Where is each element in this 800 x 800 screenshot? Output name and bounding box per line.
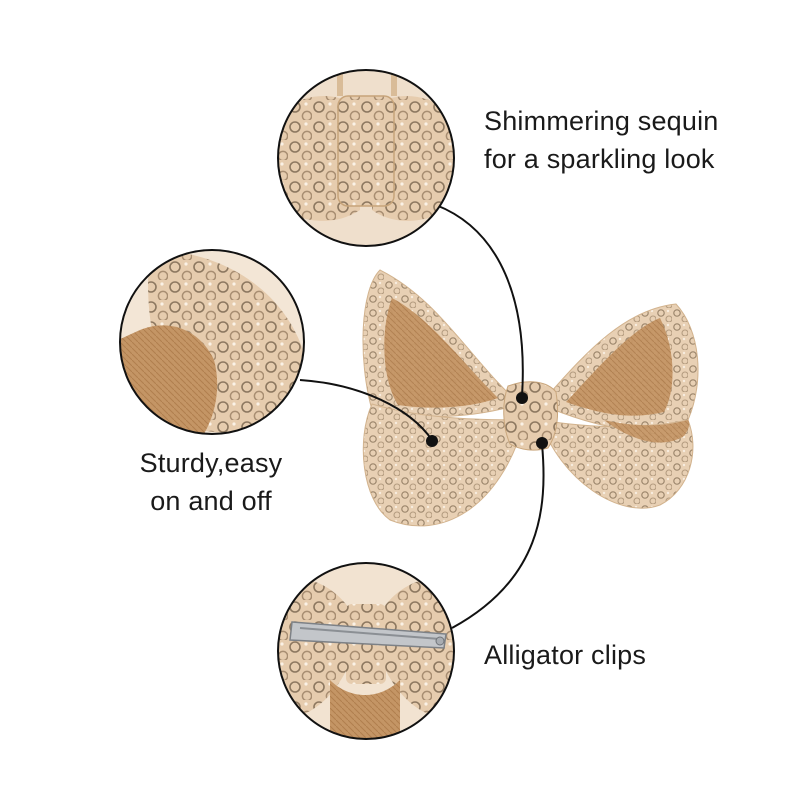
callout-line-left xyxy=(299,379,433,441)
feature-label-sequin: Shimmering sequin for a sparkling look xyxy=(484,102,719,178)
feature-label-sequin-line2: for a sparkling look xyxy=(484,144,715,174)
callout-line-top xyxy=(435,204,524,397)
callout-lines xyxy=(299,204,545,629)
alligator-clip-icon xyxy=(289,621,447,649)
feature-label-sequin-line1: Shimmering sequin xyxy=(484,106,719,136)
feature-label-sturdy-line2: on and off xyxy=(150,486,272,516)
feature-label-sturdy-line1: Sturdy,easy xyxy=(139,448,283,478)
detail-circle-clip xyxy=(277,562,455,740)
feature-label-clips: Alligator clips xyxy=(484,636,646,674)
detail-circle-loop xyxy=(119,249,305,435)
bow-main xyxy=(362,269,699,527)
callout-line-bottom xyxy=(451,443,545,629)
detail-circle-sequin xyxy=(277,69,455,247)
feature-label-clips-line1: Alligator clips xyxy=(484,640,647,670)
feature-label-sturdy: Sturdy,easy on and off xyxy=(132,444,290,520)
callout-dots xyxy=(426,392,548,449)
